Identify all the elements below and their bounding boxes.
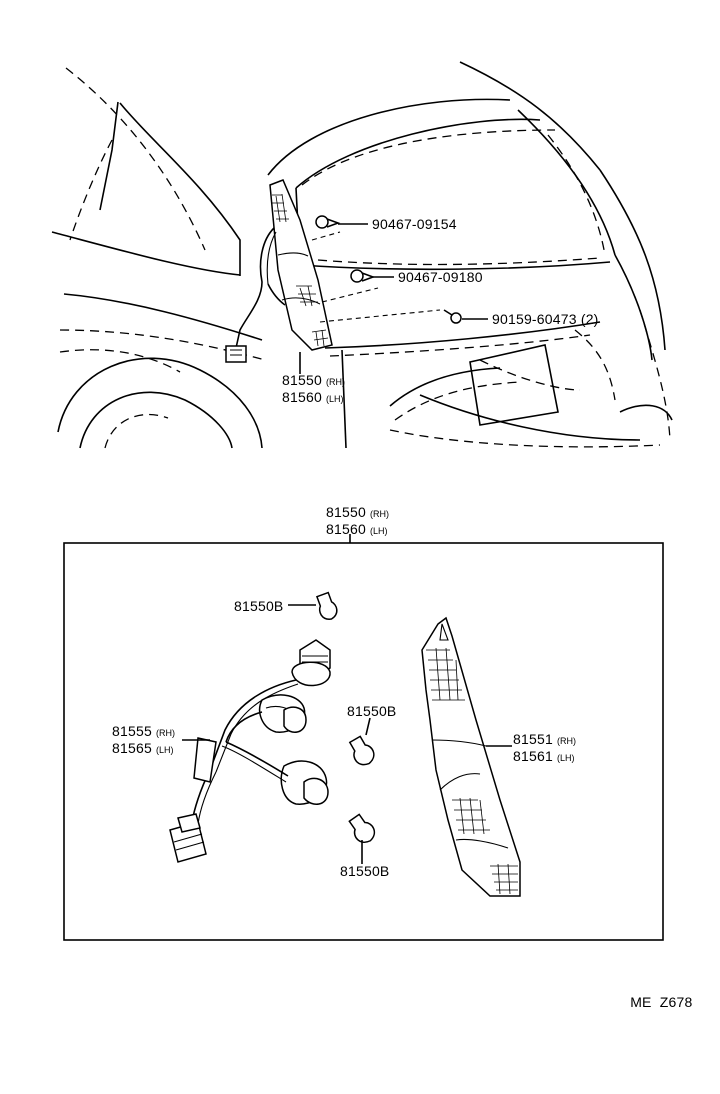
bulb-label-middle: 81550B: [347, 703, 396, 719]
rh-side: (RH): [326, 377, 346, 387]
lh-part-number: 81565: [112, 740, 152, 756]
lamp-lens: [421, 616, 521, 897]
lh-side: (LH): [370, 526, 388, 536]
lh-part-number: 81560: [326, 521, 366, 537]
lh-side: (LH): [156, 745, 174, 755]
lh-part-number: 81560: [282, 389, 322, 405]
socket-label: 81555 (RH) 81565 (LH): [112, 724, 175, 758]
detail-frame: [63, 542, 664, 941]
figure-code: ME Z678: [622, 978, 692, 1010]
lh-side: (LH): [326, 394, 344, 404]
detail-title-label: 81550 (RH) 81560 (LH): [326, 505, 389, 539]
tail-lamp-installed: [225, 179, 333, 363]
part-number: 90159-60473: [492, 311, 577, 327]
part-number: 90467-09180: [398, 269, 483, 285]
lens-label: 81551 (RH) 81561 (LH): [513, 732, 576, 766]
fasteners: [299, 215, 488, 374]
rh-side: (RH): [557, 736, 577, 746]
lh-side: (LH): [557, 753, 575, 763]
part-label-90467-09180: 90467-09180: [398, 269, 483, 285]
rh-side: (RH): [156, 728, 176, 738]
car-body-outline: [51, 61, 673, 449]
rh-part-number: 81551: [513, 731, 553, 747]
bulb-part-number: 81550B: [340, 863, 390, 879]
rh-part-number: 81550: [326, 504, 366, 520]
rh-side: (RH): [370, 509, 390, 519]
part-number: 90467-09154: [372, 216, 457, 232]
bulbs: [288, 591, 376, 864]
rh-part-number: 81555: [112, 723, 152, 739]
rh-part-number: 81550: [282, 372, 322, 388]
lh-part-number: 81561: [513, 748, 553, 764]
part-label-90467-09154: 90467-09154: [372, 216, 457, 232]
bulb-part-number: 81550B: [347, 703, 397, 719]
socket-harness: [169, 639, 331, 863]
lamp-assembly-label: 81550 (RH) 81560 (LH): [282, 373, 345, 407]
part-quantity: (2): [580, 311, 599, 327]
bulb-label-top: 81550B: [234, 598, 283, 614]
figure-code-text: ME Z678: [630, 994, 693, 1010]
bulb-label-bottom: 81550B: [340, 863, 389, 879]
bulb-part-number: 81550B: [234, 598, 284, 614]
part-label-90159-60473: 90159-60473 (2): [492, 311, 599, 327]
